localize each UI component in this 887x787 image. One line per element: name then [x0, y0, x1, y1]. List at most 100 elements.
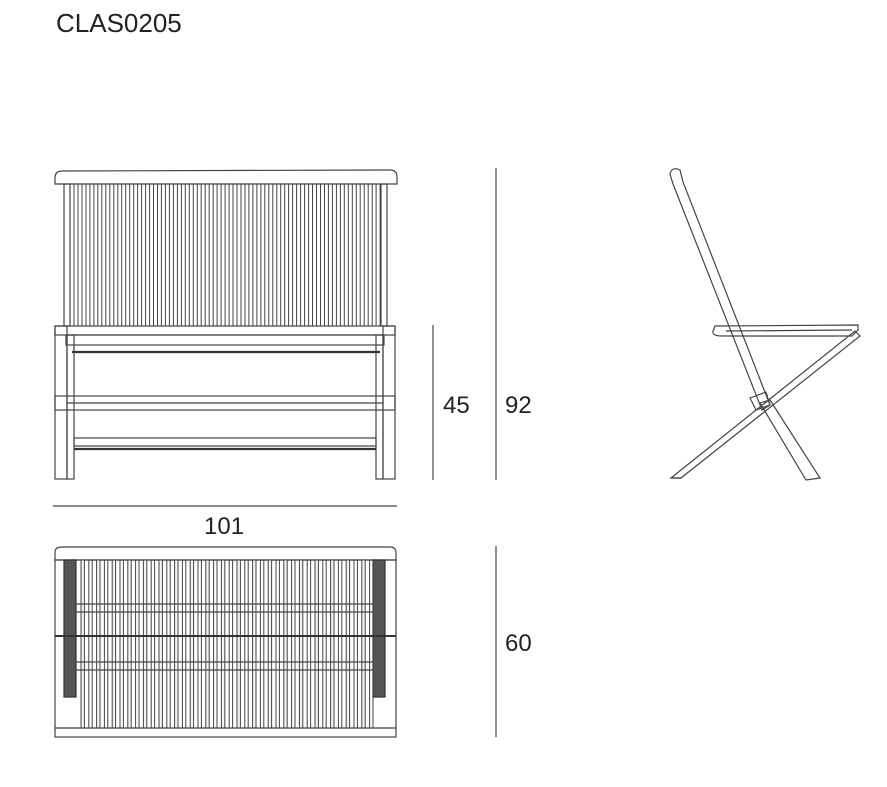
front-stretcher-low: [73, 437, 377, 447]
top-slat: [314, 559, 319, 729]
top-post-right: [372, 559, 386, 698]
top-slat: [158, 559, 163, 729]
front-slat: [304, 183, 310, 327]
top-slat: [337, 559, 343, 729]
side-pivot: [749, 391, 771, 411]
top-post-left: [63, 559, 77, 698]
front-slat: [248, 183, 254, 327]
top-outline: [54, 559, 397, 738]
front-leg-left: [54, 325, 68, 480]
top-slat: [353, 559, 358, 729]
top-slat: [322, 559, 327, 729]
side-front-leg: [669, 330, 861, 479]
front-seat-apron: [65, 334, 385, 346]
front-slat: [113, 183, 119, 327]
front-slat: [375, 183, 381, 327]
front-stretcher-middle: [54, 395, 396, 411]
front-backrest-slats: [73, 183, 381, 327]
front-slat: [359, 183, 365, 327]
top-slat: [119, 559, 124, 729]
front-slat: [184, 183, 190, 327]
front-slat: [240, 183, 246, 327]
front-slat: [176, 183, 182, 327]
top-slat: [150, 559, 156, 729]
front-slat: [105, 183, 111, 327]
front-slat: [160, 183, 166, 327]
front-slat: [272, 183, 278, 327]
dim-depth-label: 60: [505, 630, 532, 657]
top-slat: [181, 559, 187, 729]
top-slat: [283, 559, 288, 729]
top-slat: [166, 559, 171, 729]
top-slat: [80, 559, 85, 729]
front-slat: [200, 183, 206, 327]
dim-total-height-label: 92: [505, 392, 532, 419]
top-slat: [96, 559, 101, 729]
top-slat: [330, 559, 335, 729]
top-slat: [259, 559, 265, 729]
front-slat: [121, 183, 127, 327]
product-code: CLAS0205: [56, 8, 182, 38]
top-slat: [205, 559, 210, 729]
top-slat: [174, 559, 179, 729]
top-slat: [291, 559, 296, 729]
front-slat: [73, 183, 79, 327]
front-slat: [192, 183, 198, 327]
top-slat: [142, 559, 148, 729]
front-slat: [232, 183, 238, 327]
dim-seat-height-label: 45: [443, 392, 470, 419]
front-slat: [288, 183, 294, 327]
front-slat: [327, 183, 333, 327]
top-slat: [88, 559, 93, 729]
top-slat: [236, 559, 241, 729]
front-back-post-left: [63, 183, 71, 327]
dim-width-label: 101: [204, 513, 244, 540]
top-slat: [267, 559, 273, 729]
top-slat: [127, 559, 132, 729]
front-slat: [343, 183, 349, 327]
front-top-rail: [54, 169, 398, 185]
side-back-leg: [669, 168, 771, 411]
front-back-post-right: [380, 183, 388, 327]
front-seat-rail: [54, 325, 396, 336]
front-slat: [216, 183, 222, 327]
front-slat: [97, 183, 103, 327]
top-slat: [298, 559, 304, 729]
top-slat: [361, 559, 366, 729]
front-slat: [367, 183, 373, 327]
front-slat: [312, 183, 317, 327]
front-slat: [224, 183, 230, 327]
top-back-rail: [54, 546, 397, 561]
front-slat: [264, 183, 270, 327]
top-slat: [103, 559, 109, 729]
front-slat: [296, 183, 302, 327]
side-rear-lower-leg: [759, 399, 822, 481]
top-slat: [189, 559, 195, 729]
front-slat: [129, 183, 135, 327]
top-slat: [220, 559, 226, 729]
front-leg-right-inner: [375, 334, 384, 480]
top-slat: [111, 559, 117, 729]
side-seat: [712, 324, 859, 337]
front-slat: [335, 183, 341, 327]
top-slat: [197, 559, 202, 729]
top-slat: [275, 559, 280, 729]
front-slat: [145, 183, 151, 327]
front-slat: [168, 183, 174, 327]
top-slat: [252, 559, 257, 729]
top-slat: [213, 559, 218, 729]
front-slat: [320, 183, 325, 327]
front-slat: [280, 183, 286, 327]
top-slat: [228, 559, 234, 729]
front-slat: [256, 183, 262, 327]
front-slat: [153, 183, 158, 327]
top-slat: [345, 559, 351, 729]
front-slat: [89, 183, 95, 327]
top-slat: [135, 559, 140, 729]
front-view: [54, 169, 398, 480]
front-slat: [137, 183, 143, 327]
front-slat: [351, 183, 357, 327]
front-slat: [81, 183, 87, 327]
top-slat: [306, 559, 312, 729]
front-leg-left-inner: [66, 334, 75, 480]
